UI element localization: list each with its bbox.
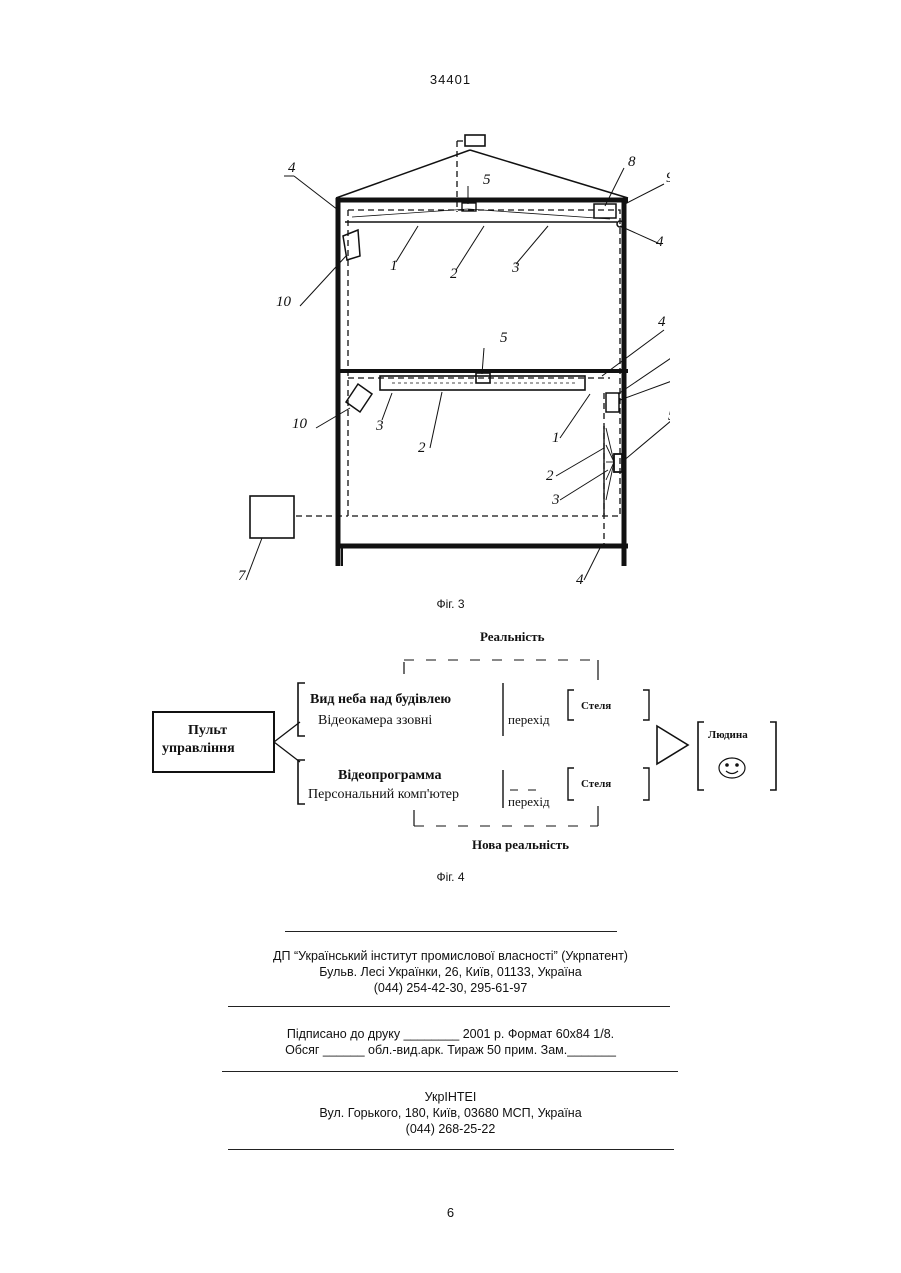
bottom-branch-bracket	[298, 760, 305, 804]
bottom-branch-subtitle: Персональний комп'ютер	[308, 787, 459, 802]
control-panel-line2: управління	[162, 741, 235, 756]
label-2-side: 2	[546, 468, 554, 484]
device-10-lower	[346, 384, 372, 412]
label-8-upper: 8	[628, 154, 636, 170]
label-9-upper: 9	[666, 170, 670, 186]
publisher-address: Бульв. Лесі Українки, 26, Київ, 01133, У…	[0, 964, 901, 980]
document-number: 34401	[0, 72, 901, 87]
person-label: Людина	[708, 729, 748, 741]
printer-block: УкрІНТЕІ Вул. Горького, 180, Київ, 03680…	[0, 1089, 901, 1137]
top-branch-title: Вид неба над будівлею	[310, 692, 451, 707]
roof-right-line	[470, 150, 628, 198]
figure-3-drawing: 4 6 5 8 9 4 1 2 3 10 5 4 8 9 10 3 2 1 5 …	[230, 128, 670, 598]
figure-4-caption: Фіг. 4	[0, 870, 901, 884]
divider-4	[228, 1149, 674, 1150]
roof-left-line	[336, 150, 470, 198]
label-7: 7	[238, 568, 247, 584]
label-5-middle: 5	[500, 330, 508, 346]
device-7-control-unit	[250, 496, 294, 538]
top-branch-subtitle: Відеокамера ззовні	[318, 713, 432, 728]
label-1-upper: 1	[390, 258, 398, 274]
label-10-lower: 10	[292, 416, 308, 432]
label-3-upper: 3	[511, 260, 520, 276]
device-8-upper	[594, 204, 616, 218]
top-branch-transition: перехід	[508, 712, 550, 727]
print-info-block: Підписано до друку ________ 2001 р. Форм…	[0, 1026, 901, 1058]
bottom-branch-ceiling: Стеля	[581, 778, 611, 790]
page-number: 6	[0, 1205, 901, 1220]
label-3-middle: 3	[375, 418, 384, 434]
top-branch-ceiling: Стеля	[581, 700, 611, 712]
label-2-upper: 2	[450, 266, 458, 282]
divider-2	[228, 1006, 670, 1007]
new-reality-label: Нова реальність	[472, 837, 569, 852]
control-panel-line1: Пульт	[188, 723, 227, 738]
device-8-9-lower	[606, 393, 619, 412]
label-4-middle: 4	[658, 314, 666, 330]
label-5-upper: 5	[483, 172, 491, 188]
device-10-upper	[343, 230, 360, 260]
label-10-upper: 10	[276, 294, 292, 310]
projection-rays	[606, 428, 614, 500]
bottom-branch-title: Відеопрограмма	[338, 768, 442, 783]
publisher-block: ДП “Український інститут промислової вла…	[0, 948, 901, 996]
print-signed-line: Підписано до друку ________ 2001 р. Форм…	[0, 1026, 901, 1042]
label-4-bottom: 4	[576, 572, 584, 588]
label-2-middle: 2	[418, 440, 426, 456]
device-5-projector-side	[614, 454, 622, 472]
arrow-to-person	[657, 726, 688, 764]
printer-name: УкрІНТЕІ	[0, 1089, 901, 1105]
device-6-outdoor-camera	[465, 135, 485, 146]
publisher-phone: (044) 254-42-30, 295-61-97	[0, 980, 901, 996]
divider-1	[285, 931, 617, 932]
publisher-name: ДП “Український інститут промислової вла…	[0, 948, 901, 964]
reality-label: Реальність	[480, 629, 545, 644]
label-3-side: 3	[551, 492, 560, 508]
leader-lines	[246, 168, 670, 580]
person-box	[698, 722, 704, 790]
top-branch-bracket	[298, 683, 305, 736]
label-5-side: 5	[668, 408, 670, 424]
printer-address: Вул. Горького, 180, Київ, 03680 МСП, Укр…	[0, 1105, 901, 1121]
label-1-lower: 1	[552, 430, 560, 446]
figure-4-diagram: Реальність Пульт управління Вид неба над…	[150, 622, 790, 862]
label-4-upper-right: 4	[656, 234, 664, 250]
label-4-top-left: 4	[288, 160, 296, 176]
figure-3-caption: Фіг. 3	[0, 597, 901, 611]
bottom-branch-transition: перехід	[508, 794, 550, 809]
print-volume-line: Обсяг ______ обл.-вид.арк. Тираж 50 прим…	[0, 1042, 901, 1058]
divider-3	[222, 1071, 678, 1072]
smiley-face-icon	[719, 758, 745, 778]
printer-phone: (044) 268-25-22	[0, 1121, 901, 1137]
